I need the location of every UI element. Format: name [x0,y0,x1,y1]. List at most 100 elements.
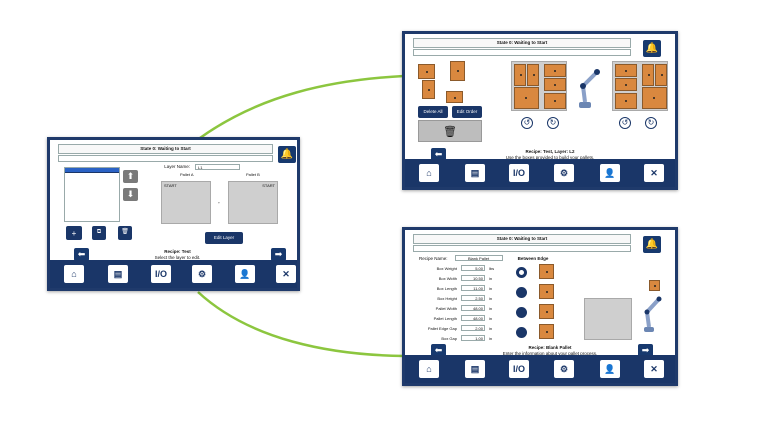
field-input[interactable]: 2.00 [461,325,485,331]
bell-button[interactable]: 🔔 [643,40,661,57]
field-input[interactable]: 10.50 [461,275,485,281]
option-radio-2[interactable] [516,287,527,298]
copy-layer-button[interactable]: ⧉ [92,226,106,240]
pallet-a-grid[interactable] [511,61,567,111]
pallet-box[interactable] [642,64,654,86]
rotate-left-button-a[interactable]: ↺ [521,117,533,129]
layer-name-label: Layer Name: [164,164,190,169]
user-button[interactable]: 👤 [600,360,620,378]
field-label: Pallet Edge Gap [427,326,457,331]
trash-drop-zone[interactable]: 🗑 [418,120,482,142]
pallet-box[interactable] [544,93,566,109]
io-label: I/O [154,269,167,279]
pallet-box[interactable] [514,64,526,86]
pallet-box[interactable] [544,78,566,91]
settings-button[interactable]: ⚙ [554,164,574,182]
settings-button[interactable]: ⚙ [554,360,574,378]
box-tile[interactable] [422,80,435,99]
layer-list-selected-row[interactable] [65,168,119,173]
pallet-b-grid[interactable] [612,61,668,111]
pallet-box[interactable] [544,64,566,77]
state-bar: State 0: Waiting to Start [58,144,273,154]
robot-arm-icon [579,69,600,108]
home-icon: ⌂ [426,364,432,374]
back-button[interactable]: ⬅ [431,344,446,357]
recipe-button[interactable]: ▤ [108,265,128,283]
edge-option-preview-1 [539,264,554,279]
instruction-text: Select the layer to edit. [154,255,201,260]
edit-layer-button[interactable]: Edit Layer [205,232,243,244]
io-button[interactable]: I/O [509,360,529,378]
close-button[interactable]: ✕ [276,265,296,283]
settings-button[interactable]: ⚙ [192,265,212,283]
user-button[interactable]: 👤 [600,164,620,182]
close-button[interactable]: ✕ [644,164,664,182]
layer-name-input[interactable]: L1 [195,164,240,170]
bell-button[interactable]: 🔔 [278,146,296,163]
rotate-ccw-icon: ↺ [523,118,531,127]
pallet-b-start-label: START [262,183,275,188]
pallet-box[interactable] [615,78,637,91]
home-button[interactable]: ⌂ [419,360,439,378]
home-button[interactable]: ⌂ [64,265,84,283]
field-input[interactable]: 11.00 [461,285,485,291]
rotate-left-button-b[interactable]: ↺ [619,117,631,129]
arrow-left-icon: ⬅ [434,345,443,355]
layer-editor-screen: State 0: Waiting to Start 🔔 Layer Name: … [47,137,300,291]
field-input[interactable]: 2.50 [461,295,485,301]
pallet-box[interactable] [615,64,637,77]
document-icon: ▤ [470,364,480,374]
move-up-button[interactable]: ⬆ [123,170,138,183]
field-label: Box Width [438,276,457,281]
io-button[interactable]: I/O [151,265,171,283]
field-input[interactable]: 1.00 [461,335,485,341]
delete-all-button[interactable]: Delete All [418,106,448,118]
delete-layer-button[interactable]: 🗑 [118,226,132,240]
recipe-button[interactable]: ▤ [465,360,485,378]
arrow-right-icon: ➡ [641,345,650,355]
layer-list[interactable] [64,167,120,222]
forward-button[interactable]: ➡ [271,248,286,261]
box-tile[interactable] [446,91,463,103]
recipe-button[interactable]: ▤ [465,164,485,182]
back-button[interactable]: ⬅ [74,248,89,261]
pallet-b-label: Pallet B [246,172,260,177]
pallet-box[interactable] [655,64,667,86]
edit-order-button[interactable]: Edit Order [452,106,482,118]
pallet-box[interactable] [527,64,539,86]
add-layer-button[interactable]: + [66,226,82,240]
pallet-a-preview[interactable]: START [161,181,211,224]
bell-button[interactable]: 🔔 [643,236,661,253]
close-button[interactable]: ✕ [644,360,664,378]
pallet-box[interactable] [514,87,539,109]
field-input[interactable]: 48.00 [461,305,485,311]
arrow-left-icon: ⬅ [434,149,443,159]
move-down-button[interactable]: ⬇ [123,188,138,201]
box-tile[interactable] [450,61,465,81]
box-tile[interactable] [418,64,435,79]
recipe-line: Recipe: Blank Pallet [528,345,572,350]
trash-icon: 🗑 [443,126,457,138]
field-input[interactable]: 48.00 [461,315,485,321]
pallet-box[interactable] [642,87,667,109]
bell-icon: 🔔 [645,43,659,54]
pallet-box[interactable] [615,93,637,109]
option-radio-3[interactable] [516,307,527,318]
recipe-name-input[interactable]: Blank Pallet [455,255,503,261]
rotate-cw-icon: ↻ [647,118,655,127]
io-button[interactable]: I/O [509,164,529,182]
forward-button[interactable]: ➡ [638,344,653,357]
field-input[interactable]: 5.00 [461,265,485,271]
back-button[interactable]: ⬅ [431,148,446,161]
pallet-preview [584,298,632,340]
field-unit: in [489,306,493,311]
home-icon: ⌂ [426,168,432,178]
rotate-right-button-b[interactable]: ↻ [645,117,657,129]
rotate-right-button-a[interactable]: ↻ [547,117,559,129]
home-button[interactable]: ⌂ [419,164,439,182]
option-radio-4[interactable] [516,327,527,338]
option-radio-1[interactable] [516,267,527,278]
pallet-b-preview[interactable]: START [228,181,278,224]
box-builder-screen: State 0: Waiting to Start 🔔 Delete All E… [402,31,678,190]
user-button[interactable]: 👤 [235,265,255,283]
